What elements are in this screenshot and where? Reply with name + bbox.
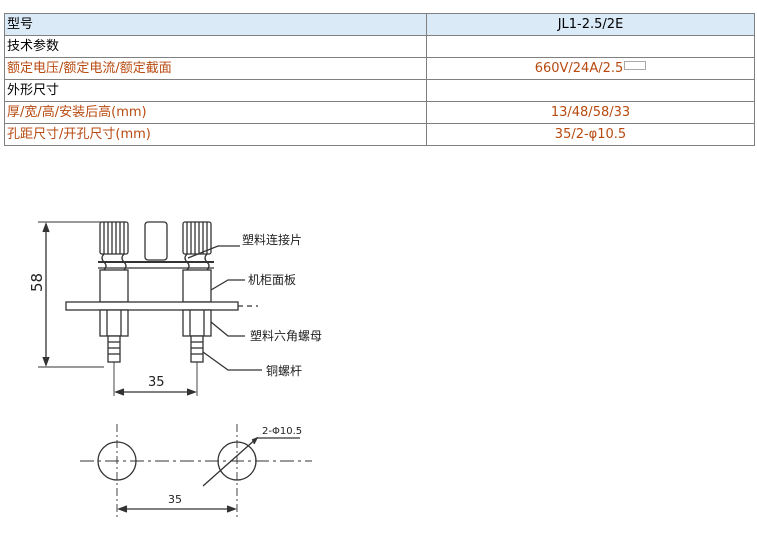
table-row: 型号 JL1-2.5/2E	[4, 13, 755, 36]
table-row: 孔距尺寸/开孔尺寸(mm) 35/2-φ10.5	[4, 123, 755, 146]
spec-table: 型号 JL1-2.5/2E 技术参数 额定电压/额定电流/额定截面 660V/2…	[4, 13, 755, 146]
image-placeholder	[624, 61, 647, 70]
hole-size-label: 2-Φ10.5	[262, 426, 302, 437]
callout-hex-nut: 塑料六角螺母	[250, 328, 322, 343]
hole-label: 孔距尺寸/开孔尺寸(mm)	[4, 123, 427, 146]
width-dim-label: 35	[148, 375, 165, 390]
callout-plastic-strip: 塑料连接片	[242, 232, 302, 247]
table-row: 厚/宽/高/安装后高(mm) 13/48/58/33	[4, 101, 755, 124]
callout-panel: 机柜面板	[248, 273, 296, 287]
table-row: 额定电压/额定电流/额定截面 660V/24A/2.5	[4, 57, 755, 80]
hole-spacing-label: 35	[168, 493, 182, 506]
model-label: 型号	[4, 13, 427, 36]
rating-cell: 660V/24A/2.5	[426, 57, 755, 80]
hole-value: 35/2-φ10.5	[426, 123, 755, 146]
table-row: 外形尺寸	[4, 79, 755, 102]
height-dim-label: 58	[28, 273, 46, 292]
callout-copper-screw: 铜螺杆	[266, 363, 302, 378]
rating-value: 660V/24A/2.5	[534, 61, 624, 76]
size-label: 厚/宽/高/安装后高(mm)	[4, 101, 427, 124]
model-value: JL1-2.5/2E	[426, 13, 755, 36]
